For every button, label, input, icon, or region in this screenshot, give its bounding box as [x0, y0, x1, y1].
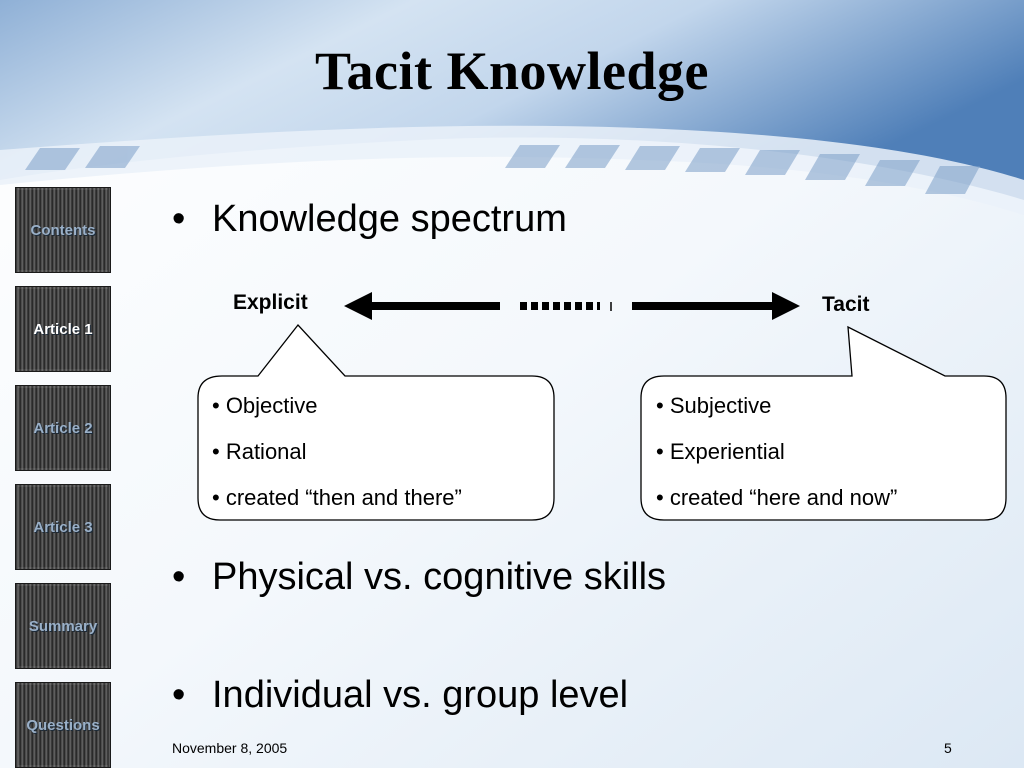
nav-article-2-button[interactable]: Article 2: [16, 386, 110, 470]
nav-contents-button[interactable]: Contents: [16, 188, 110, 272]
explicit-callout: [197, 323, 555, 521]
nav-contents-label: Contents: [30, 221, 96, 239]
bullet-marker: •: [172, 674, 186, 716]
bullet-individual-group: • Individual vs. group level: [172, 674, 628, 717]
list-item: • Subjective: [656, 393, 772, 418]
list-item: • created “then and there”: [212, 485, 462, 510]
tacit-label: Tacit: [822, 293, 870, 316]
bullet-text: Individual vs. group level: [212, 674, 629, 716]
page-number: 5: [944, 740, 952, 756]
nav-questions-label: Questions: [26, 716, 100, 734]
tacit-traits-list: • Subjective • Experiential • created “h…: [656, 393, 897, 531]
nav-questions-button[interactable]: Questions: [16, 683, 110, 767]
list-item: • Experiential: [656, 439, 785, 464]
nav-article-1-button[interactable]: Article 1: [16, 287, 110, 371]
list-item: • created “here and now”: [656, 485, 898, 510]
bullet-marker: •: [172, 198, 186, 240]
list-item: • Rational: [212, 439, 307, 464]
footer-date: November 8, 2005: [172, 740, 288, 756]
nav-article-3-button[interactable]: Article 3: [16, 485, 110, 569]
slide-title: Tacit Knowledge: [314, 41, 710, 101]
bullet-text: Physical vs. cognitive skills: [212, 556, 667, 598]
nav-article-1-label: Article 1: [33, 320, 93, 338]
bullet-physical-cognitive: • Physical vs. cognitive skills: [172, 556, 666, 599]
explicit-traits-list: • Objective • Rational • created “then a…: [212, 393, 462, 531]
nav-summary-button[interactable]: Summary: [16, 584, 110, 668]
nav-summary-label: Summary: [28, 617, 98, 635]
bullet-marker: •: [172, 556, 186, 598]
nav-article-3-label: Article 3: [33, 518, 93, 536]
double-arrow: [344, 292, 800, 320]
bullet-text: Knowledge spectrum: [212, 198, 567, 240]
nav-article-2-label: Article 2: [33, 419, 93, 437]
explicit-label: Explicit: [233, 291, 308, 314]
list-item: • Objective: [212, 393, 318, 418]
tacit-callout: [640, 325, 1007, 521]
bullet-knowledge-spectrum: • Knowledge spectrum: [172, 198, 567, 241]
